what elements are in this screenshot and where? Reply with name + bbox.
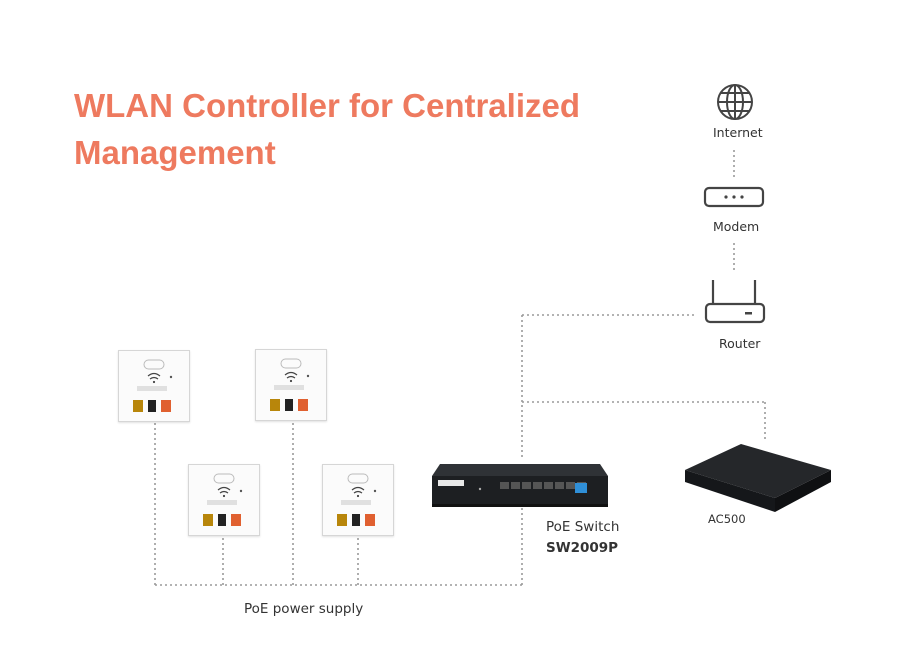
wall-access-point-device (188, 464, 260, 536)
wall-ap-face (203, 473, 243, 526)
internet-label: Internet (713, 125, 763, 140)
wall-ap-face (133, 359, 173, 412)
wall-access-point-device (118, 350, 190, 422)
router-icon (704, 280, 766, 324)
globe-icon (717, 84, 753, 120)
wall-access-point-device (322, 464, 394, 536)
switch-model-label: SW2009P (546, 540, 619, 556)
modem-label: Modem (713, 219, 760, 234)
switch-name-label: PoE Switch (546, 519, 620, 535)
poe-switch-device (432, 464, 608, 507)
page-title: WLAN Controller for Centralized Manageme… (74, 87, 581, 171)
modem-icon (703, 186, 765, 208)
ac500-controller-device (685, 444, 831, 512)
wall-ap-face (270, 358, 310, 411)
poe-power-supply-label: PoE power supply (244, 601, 364, 617)
wall-ap-face (337, 473, 377, 526)
wall-access-point-device (255, 349, 327, 421)
controller-label: AC500 (708, 512, 746, 526)
router-label: Router (719, 336, 761, 351)
